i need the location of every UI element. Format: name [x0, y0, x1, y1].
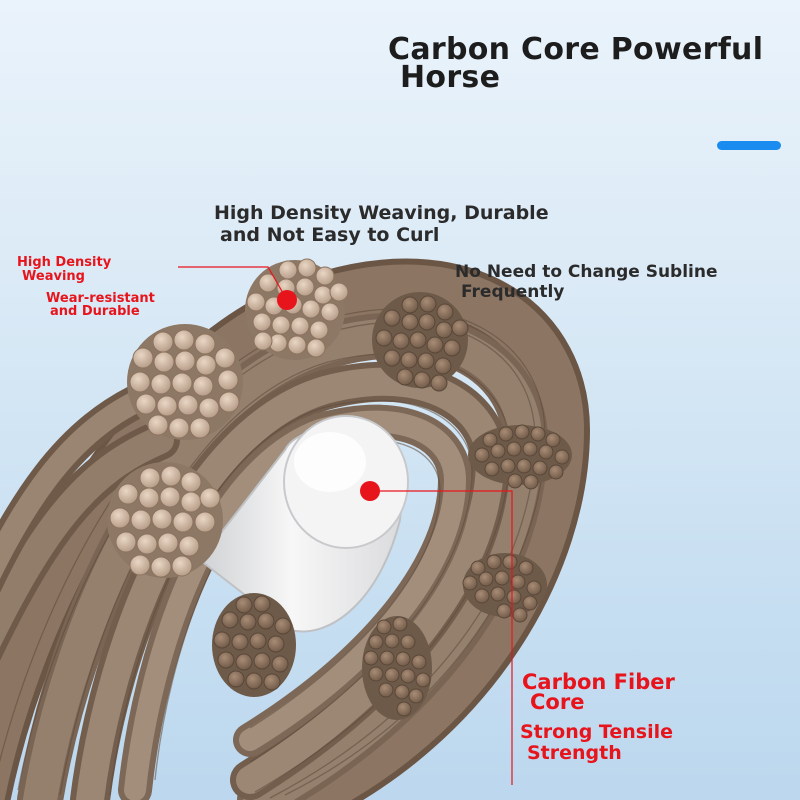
label-line: Strength [527, 742, 622, 764]
strand-end-lower-right [462, 553, 547, 623]
label-wear-resistant: Wear-resistant and Durable [46, 292, 155, 318]
label-high-density-durable: High Density Weaving, Durable and Not Ea… [214, 202, 549, 246]
label-line: High Density [17, 255, 112, 270]
label-carbon-fiber-core: Carbon Fiber Core [522, 670, 675, 714]
title-line-1: Carbon Core Powerful [388, 32, 764, 67]
strand-end-right [468, 424, 572, 490]
label-line: Wear-resistant [46, 291, 155, 306]
strand-end-lower-left [107, 462, 223, 578]
carbon-fiber-core [198, 415, 409, 633]
label-line: Weaving [22, 269, 85, 284]
label-line: Core [530, 690, 585, 714]
callout-dot-core [360, 481, 380, 501]
strand-end-bottom-center [362, 616, 432, 720]
label-subline: No Need to Change Subline Frequently [455, 262, 718, 302]
strand-end-upper-right [372, 292, 469, 392]
strand-end-left [127, 324, 243, 440]
label-line: Frequently [461, 282, 565, 302]
label-line: Strong Tensile [520, 721, 674, 743]
label-line: and Durable [50, 304, 140, 319]
callout-core [360, 481, 513, 785]
label-line: Carbon Fiber [522, 670, 675, 694]
callout-dot-strand [277, 290, 297, 310]
title-line-2: Horse [400, 60, 501, 95]
label-line: No Need to Change Subline [455, 262, 718, 282]
strand-end-bottom-left [212, 593, 296, 697]
label-high-density-weaving: High Density Weaving [17, 256, 111, 284]
callout-strand [178, 266, 297, 310]
label-line: High Density Weaving, Durable [214, 202, 549, 224]
label-line: and Not Easy to Curl [220, 224, 440, 246]
accent-bar [717, 141, 781, 150]
page-title: Carbon Core Powerful Horse [388, 35, 788, 95]
label-strong-tensile: Strong Tensile Strength [520, 722, 673, 764]
